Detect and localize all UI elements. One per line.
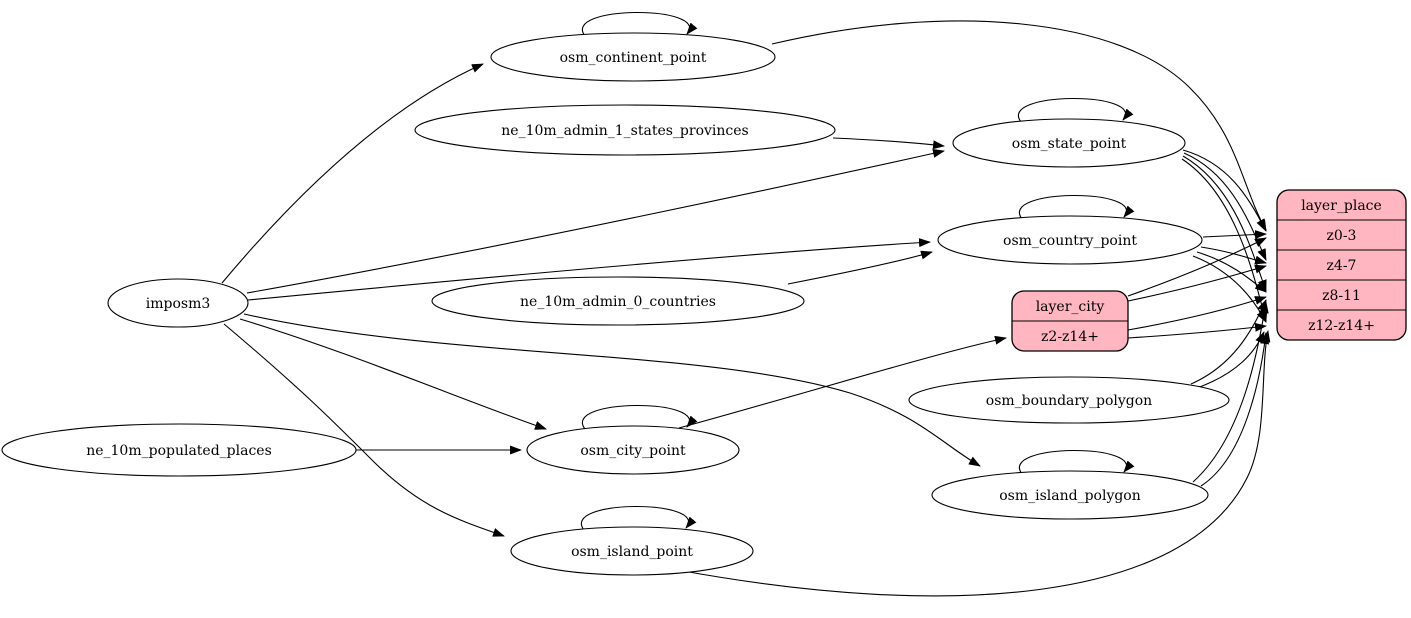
record-title-layer_place: layer_place <box>1301 198 1382 214</box>
edge-osm_island_polygon-layer_place-z8-11 <box>1192 301 1269 483</box>
edge-layer_city-layer_place-z12-z14+ <box>1127 322 1267 339</box>
edge-osm_island_polygon-layer_place-z12-z14+ <box>1200 332 1270 487</box>
record-row-z12-z14+: z12-z14+ <box>1308 318 1375 334</box>
record-row-z2-z14+: z2-z14+ <box>1041 329 1099 345</box>
node-osm_city_point: osm_city_point <box>526 425 740 475</box>
edge-osm_country_point-osm_country_point <box>1018 194 1135 220</box>
record-row-z8-11: z8-11 <box>1322 288 1361 304</box>
node-shape-ne_10m_populated_places <box>1 423 357 477</box>
record-row-z0-3: z0-3 <box>1327 228 1357 244</box>
node-osm_boundary_polygon: osm_boundary_polygon <box>908 376 1230 424</box>
node-shape-osm_state_point <box>952 118 1186 168</box>
node-imposm3: imposm3 <box>107 278 249 328</box>
edge-imposm3-osm_island_polygon <box>243 313 981 467</box>
node-shape-imposm3 <box>107 278 249 328</box>
node-ne_10m_admin_0_countries: ne_10m_admin_0_countries <box>431 276 805 326</box>
node-label-osm_island_point: osm_island_point <box>571 544 693 560</box>
node-label-imposm3: imposm3 <box>146 296 211 312</box>
node-label-osm_island_polygon: osm_island_polygon <box>999 488 1141 504</box>
edge-layer_city-layer_place-z0-3 <box>1127 237 1267 297</box>
node-shape-osm_island_polygon <box>931 470 1209 520</box>
node-ne_10m_admin_1_states_provinces: ne_10m_admin_1_states_provinces <box>414 104 836 156</box>
edge-osm_boundary_polygon-layer_place-z8-11 <box>1190 299 1267 385</box>
edge-osm_state_point-layer_place-z4-7 <box>1183 152 1267 261</box>
edge-osm_island_point-osm_island_point <box>580 505 697 531</box>
node-osm_country_point: osm_country_point <box>937 215 1203 265</box>
node-label-ne_10m_admin_0_countries: ne_10m_admin_0_countries <box>520 294 716 310</box>
node-label-osm_boundary_polygon: osm_boundary_polygon <box>986 393 1152 409</box>
node-label-osm_continent_point: osm_continent_point <box>560 50 707 66</box>
edge-osm_country_point-layer_place-z0-3 <box>1202 230 1267 240</box>
node-label-osm_country_point: osm_country_point <box>1003 233 1137 249</box>
node-label-ne_10m_populated_places: ne_10m_populated_places <box>86 443 272 459</box>
record-layer_city: layer_city z2-z14+ <box>1011 290 1129 352</box>
edge-osm_country_point-layer_place-z4-7 <box>1200 246 1267 265</box>
node-shape-osm_island_point <box>510 526 754 576</box>
record-title-layer_city: layer_city <box>1036 299 1105 315</box>
edge-osm_state_point-osm_state_point <box>1017 97 1134 123</box>
edge-osm_city_point-layer_city-z2-z14+ <box>678 335 1007 429</box>
node-osm_state_point: osm_state_point <box>952 118 1186 168</box>
edge-imposm3-osm_city_point <box>239 318 547 430</box>
node-shape-osm_country_point <box>937 215 1203 265</box>
node-ne_10m_populated_places: ne_10m_populated_places <box>1 423 357 477</box>
edge-ne_10m_admin_0_countries-osm_country_point <box>787 250 933 285</box>
node-osm_continent_point: osm_continent_point <box>490 32 776 82</box>
node-label-osm_state_point: osm_state_point <box>1012 136 1127 152</box>
edge-osm_country_point-layer_place-z12-z14+ <box>1192 255 1267 323</box>
edge-osm_country_point-layer_place-z8-11 <box>1196 251 1267 293</box>
node-osm_island_point: osm_island_point <box>510 526 754 576</box>
edge-osm_state_point-layer_place-z8-11 <box>1182 155 1267 292</box>
node-shape-osm_city_point <box>526 425 740 475</box>
edge-imposm3-osm_continent_point <box>221 63 484 284</box>
record-row-z4-7: z4-7 <box>1327 258 1357 274</box>
edge-osm_continent_point-layer_place-z0-3 <box>771 20 1267 231</box>
edge-osm_continent_point-osm_continent_point <box>581 11 698 37</box>
record-box-layer_place <box>1276 189 1407 341</box>
edge-imposm3-osm_state_point <box>246 148 945 294</box>
node-shape-osm_boundary_polygon <box>908 376 1230 424</box>
edge-layer_city-layer_place-z8-11 <box>1127 296 1267 331</box>
edge-imposm3-osm_country_point <box>247 238 931 301</box>
edge-osm_city_point-osm_city_point <box>581 404 698 430</box>
node-label-ne_10m_admin_1_states_provinces: ne_10m_admin_1_states_provinces <box>501 123 748 139</box>
record-layer_place: layer_place z0-3 z4-7 z8-11 z12-z14+ <box>1276 189 1407 341</box>
node-label-osm_city_point: osm_city_point <box>580 443 686 459</box>
edge-osm_boundary_polygon-layer_place-z12-z14+ <box>1196 331 1265 389</box>
edge-ne_10m_admin_1_states_provinces-osm_state_point <box>832 137 945 150</box>
edge-osm_island_polygon-osm_island_polygon <box>1018 449 1135 475</box>
node-shape-osm_continent_point <box>490 32 776 82</box>
edge-osm_island_point-layer_place-z12-z14+ <box>677 330 1271 597</box>
node-osm_island_polygon: osm_island_polygon <box>931 470 1209 520</box>
edge-imposm3-osm_island_point <box>223 323 505 537</box>
node-shape-ne_10m_admin_1_states_provinces <box>414 104 836 156</box>
edge-layer_city-layer_place-z4-7 <box>1127 264 1267 302</box>
node-shape-ne_10m_admin_0_countries <box>431 276 805 326</box>
edge-osm_state_point-layer_place-z0-3 <box>1182 149 1267 232</box>
